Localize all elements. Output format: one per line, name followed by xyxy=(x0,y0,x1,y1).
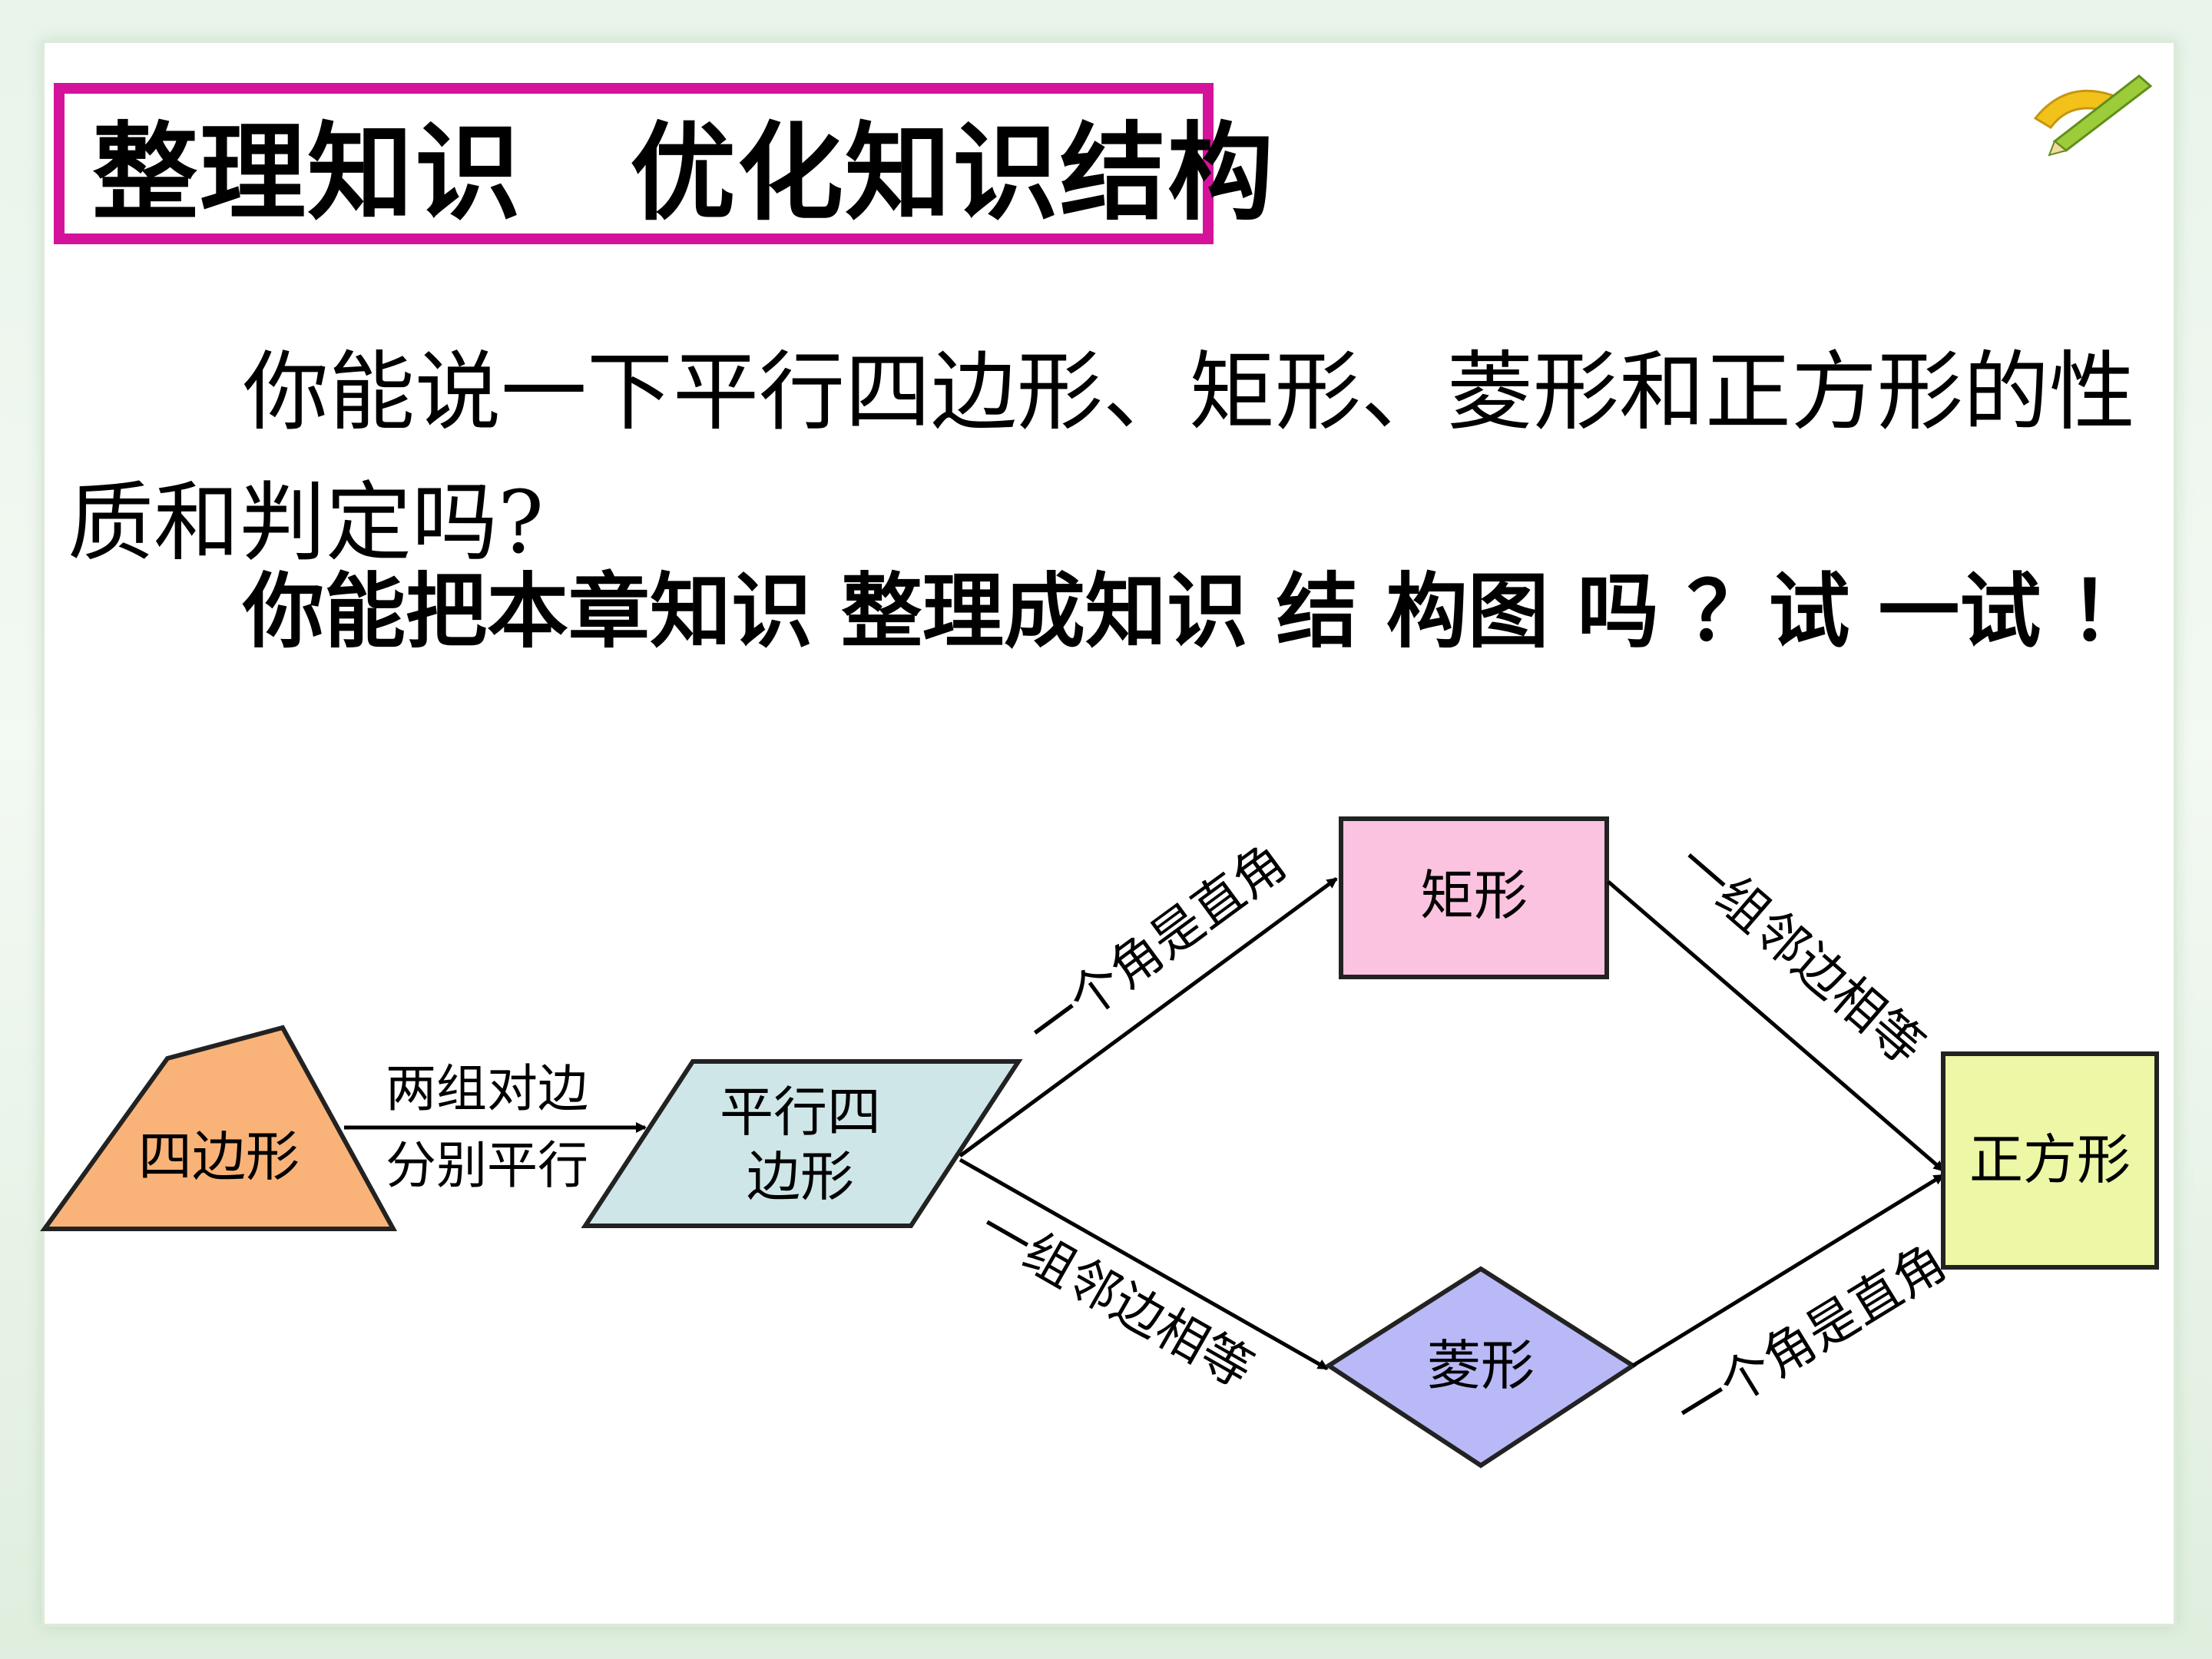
arrow-para-to-rhombus xyxy=(959,1157,1329,1371)
rectangle-label: 矩形 xyxy=(1420,864,1528,927)
quadrilateral-node xyxy=(40,1025,398,1231)
content-panel xyxy=(41,40,2177,1627)
ruler-pencil-icon xyxy=(2033,75,2153,157)
quadrilateral-label: 四边形 xyxy=(138,1125,300,1188)
edge-label-quad-to-para-top: 两组对边 xyxy=(386,1059,588,1118)
square-label: 正方形 xyxy=(1969,1128,2131,1191)
question-line-3: 你能把本章知识 整理成知识 结 构图 吗 ？试 一试 ！ xyxy=(243,565,2151,659)
page-title: 整理知识 优化知识结构 xyxy=(92,111,1276,235)
edge-label-rect-to-square: 一组邻边相等 xyxy=(1667,833,1936,1076)
question-line-2: 质和判定吗? xyxy=(68,473,545,573)
arrow-rhombus-to-square xyxy=(1631,1173,1945,1368)
arrow-para-to-rect xyxy=(959,876,1338,1158)
rhombus-label: 菱形 xyxy=(1427,1334,1535,1397)
parallelogram-node xyxy=(581,1059,1023,1228)
edge-label-quad-to-para-bottom: 分别平行 xyxy=(386,1136,588,1195)
rhombus-node xyxy=(1324,1266,1637,1469)
parallelogram-label-line1: 平行四 xyxy=(720,1081,881,1144)
edge-label-para-to-rect: 一个角是直角 xyxy=(1017,833,1297,1060)
question-line-1: 你能说一下平行四边形、矩形、菱形和正方形的性 xyxy=(243,343,2135,442)
rectangle-node xyxy=(1339,816,1609,979)
edge-label-rhombus-to-square: 一个角是直角 xyxy=(1666,1233,1956,1442)
square-node xyxy=(1941,1051,2159,1270)
arrow-rect-to-square xyxy=(1607,880,1945,1172)
title-box: 整理知识 优化知识结构 xyxy=(54,83,1273,244)
parallelogram-label-line2: 边形 xyxy=(747,1145,854,1208)
edge-label-para-to-rhombus: 一组邻边相等 xyxy=(969,1197,1263,1399)
